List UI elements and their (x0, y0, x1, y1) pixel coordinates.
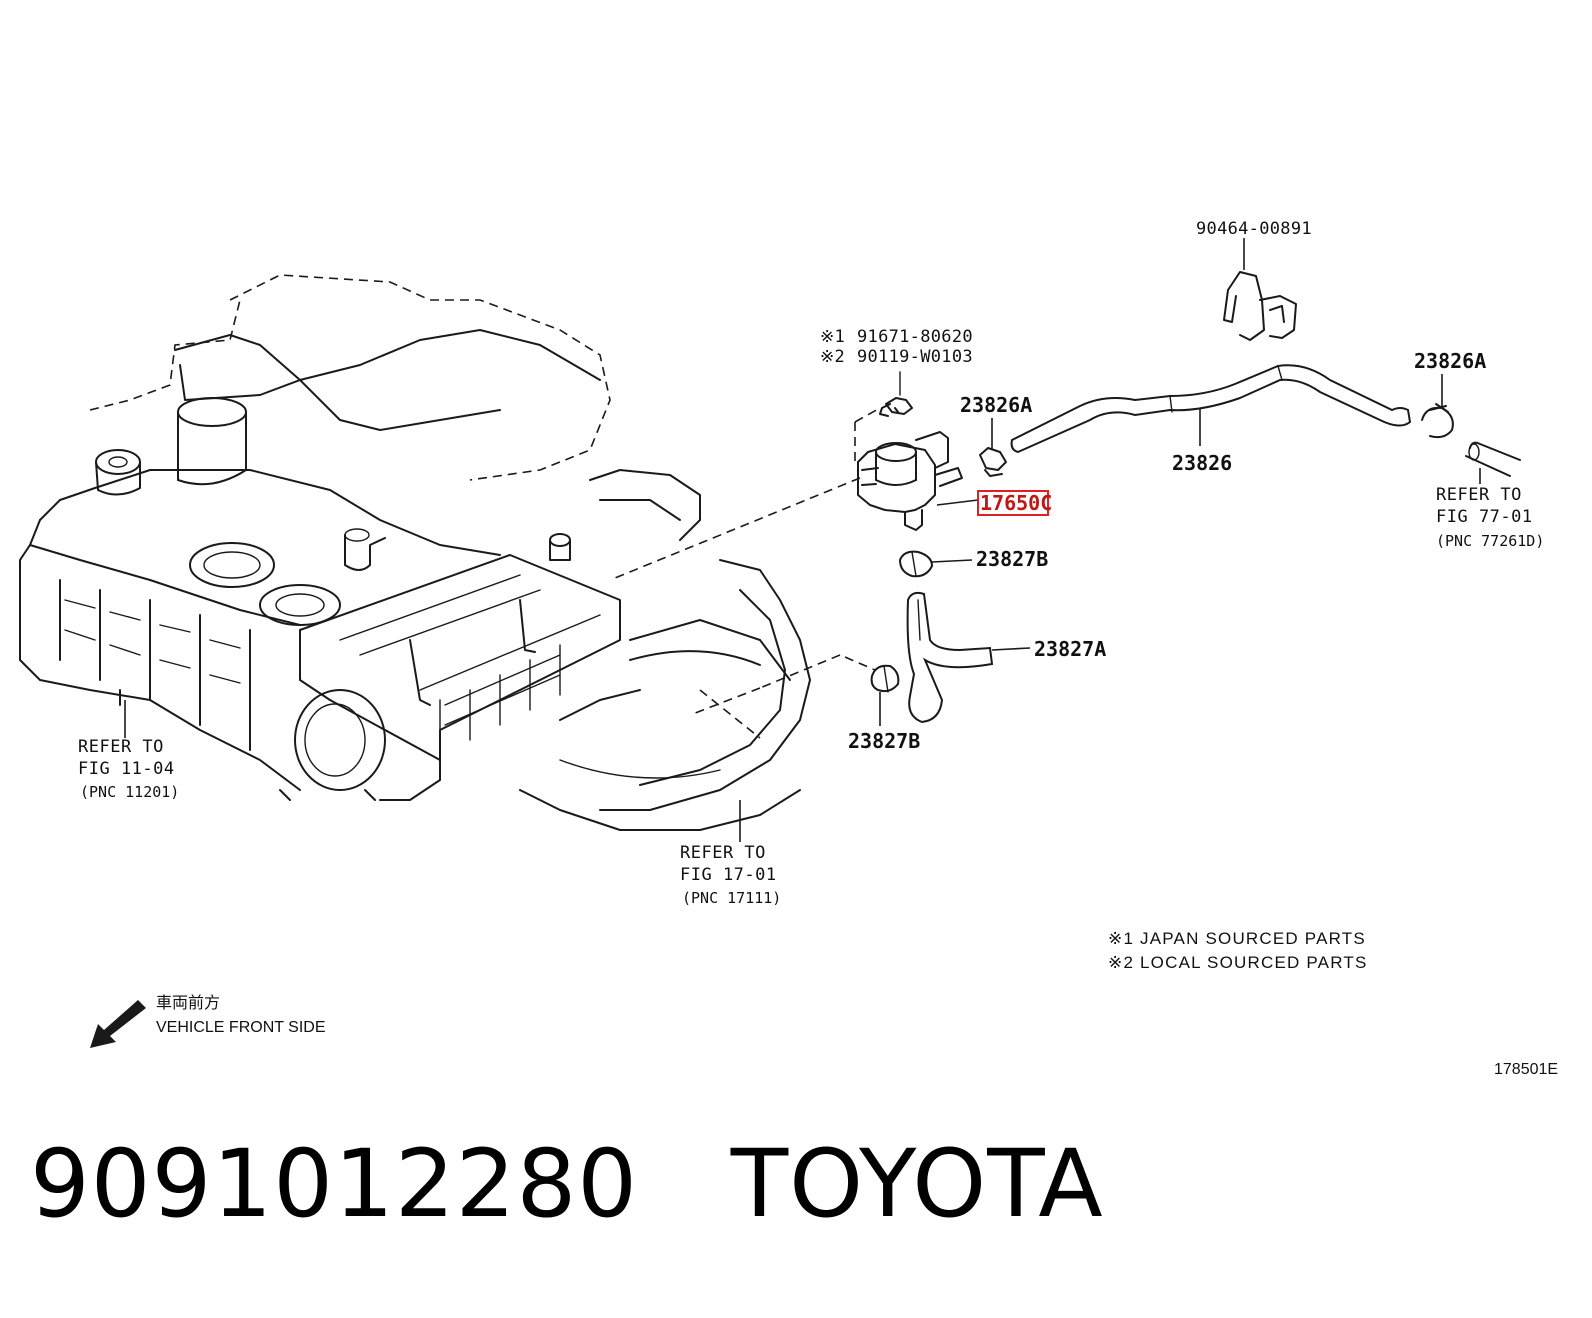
label-23826a-right[interactable]: 23826A (1414, 349, 1486, 373)
clamp-23827b-upper-icon (899, 550, 973, 578)
pipe-77-01-icon (1465, 441, 1521, 484)
ref-17-01-line3: (PNC 17111) (682, 889, 781, 907)
vacuum-switching-valve-icon (857, 431, 979, 531)
engine-assembly-illustration (19, 274, 811, 831)
ref-77-01-line3: (PNC 77261D) (1436, 532, 1544, 550)
ref-17-01-line1[interactable]: REFER TO (680, 843, 766, 863)
label-23827b-lower[interactable]: 23827B (848, 729, 920, 753)
label-note2-symbol: ※2 (820, 347, 845, 367)
label-23826a-left[interactable]: 23826A (960, 393, 1032, 417)
ref-77-01-line2[interactable]: FIG 77-01 (1436, 507, 1533, 527)
ref-11-04-line3: (PNC 11201) (80, 783, 179, 801)
direction-english-label: VEHICLE FRONT SIDE (156, 1019, 326, 1036)
clamp-23826a-right-icon (1421, 374, 1454, 439)
ref-11-04-line1[interactable]: REFER TO (78, 737, 164, 757)
label-note1-symbol: ※1 (820, 327, 845, 347)
note-japan-sourced: ※1 JAPAN SOURCED PARTS (1108, 929, 1366, 948)
clamp-90464-00891-icon (1223, 238, 1297, 341)
figure-code: 178501E (1494, 1061, 1558, 1078)
ref-11-04-line2[interactable]: FIG 11-04 (78, 759, 175, 779)
label-90464-00891[interactable]: 90464-00891 (1196, 219, 1312, 239)
label-23826[interactable]: 23826 (1172, 451, 1232, 475)
bolt-icon (879, 371, 913, 417)
ref-77-01-line1[interactable]: REFER TO (1436, 485, 1522, 505)
dashed-position-leaders (614, 407, 881, 739)
part-number-caption: 9091012280 TOYOTA (30, 1130, 1104, 1239)
highlight-box-17650c (977, 490, 1049, 516)
direction-japanese-label: 車両前方 (156, 994, 220, 1012)
label-90119-w0103[interactable]: 90119-W0103 (857, 347, 973, 367)
hose-23827a-icon (906, 591, 1031, 724)
label-23827b-upper[interactable]: 23827B (976, 547, 1048, 571)
hose-23826-icon (1010, 364, 1412, 454)
clamp-23827b-lower-icon (870, 664, 900, 726)
note-local-sourced: ※2 LOCAL SOURCED PARTS (1108, 953, 1368, 972)
label-17650c[interactable]: 17650C (980, 491, 1052, 515)
vehicle-front-arrow-icon (90, 1000, 146, 1048)
clamp-23826a-left-icon (979, 418, 1007, 477)
label-91671-80620[interactable]: 91671-80620 (857, 327, 973, 347)
ref-17-01-line2[interactable]: FIG 17-01 (680, 865, 777, 885)
label-23827a[interactable]: 23827A (1034, 637, 1106, 661)
